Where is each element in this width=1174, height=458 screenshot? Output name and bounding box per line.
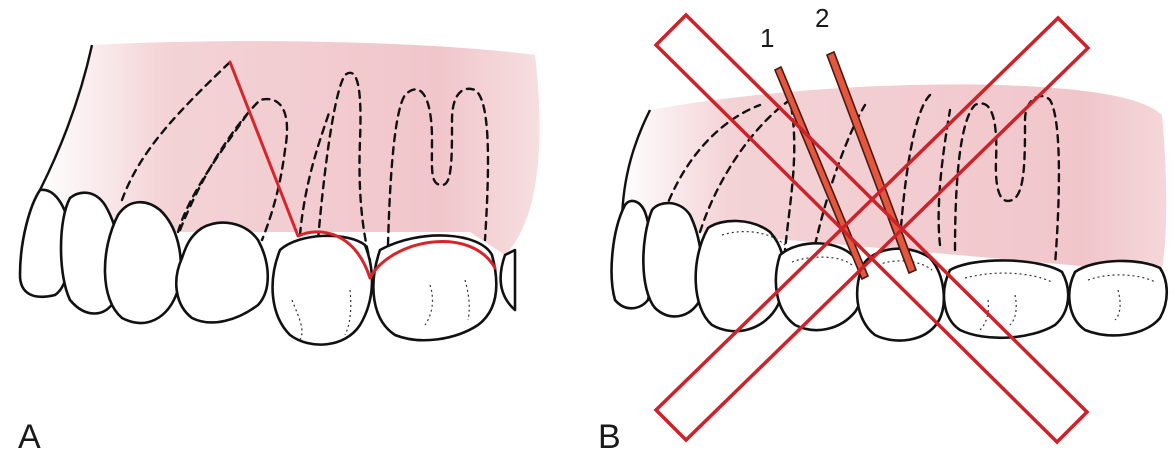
teeth-b bbox=[610, 199, 1169, 342]
panel-a: A bbox=[18, 41, 540, 456]
cross-out-mark bbox=[653, 12, 1091, 445]
tooth bbox=[642, 201, 704, 318]
panel-label: B bbox=[598, 418, 621, 456]
gingiva-edge-b bbox=[620, 109, 652, 221]
roots-a bbox=[120, 60, 490, 262]
tooth bbox=[18, 188, 72, 299]
tooth bbox=[271, 234, 374, 346]
instrument-label-2: 2 bbox=[815, 3, 829, 33]
roots-b bbox=[658, 93, 1061, 267]
incision-line bbox=[228, 60, 497, 280]
instrument-2: 2 bbox=[815, 3, 918, 275]
tooth bbox=[103, 201, 183, 325]
tooth-details-a bbox=[291, 279, 470, 341]
tooth bbox=[1068, 259, 1169, 337]
tooth bbox=[942, 259, 1070, 340]
cross-bar-left bbox=[653, 12, 1090, 445]
tooth bbox=[372, 234, 498, 342]
tooth bbox=[175, 221, 270, 324]
tooth bbox=[610, 199, 654, 310]
panel-label: A bbox=[18, 418, 41, 456]
gingiva-edge-a bbox=[38, 44, 94, 191]
cross-bar-right bbox=[653, 15, 1091, 443]
panel-b: 1 2 B bbox=[598, 3, 1169, 456]
tooth bbox=[774, 242, 864, 332]
gingiva-a bbox=[40, 41, 540, 255]
tooth bbox=[499, 248, 517, 312]
tooth bbox=[694, 219, 786, 333]
tooth-details-b bbox=[721, 230, 1156, 331]
instrument-label-1: 1 bbox=[760, 23, 774, 53]
teeth-a bbox=[18, 188, 517, 346]
